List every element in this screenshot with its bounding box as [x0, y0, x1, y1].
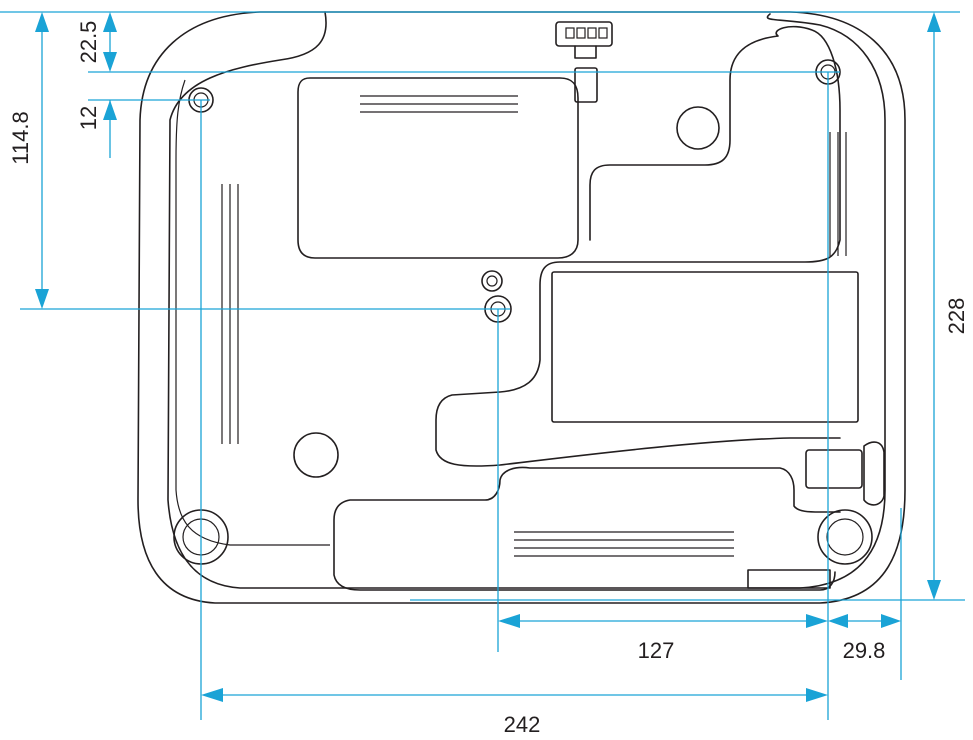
- bottom-panel-vents: [514, 531, 734, 557]
- label-12: 12: [76, 106, 101, 130]
- left-inner-contour: [175, 79, 330, 546]
- bottom-panel: [333, 466, 841, 591]
- inner-shell-outline: [167, 11, 886, 589]
- dimension-12: 12: [76, 100, 117, 158]
- dimension-114-8: 114.8: [8, 12, 49, 309]
- dimension-228: 228: [927, 12, 969, 600]
- label-29-8: 29.8: [843, 638, 886, 663]
- dimension-29-8: 29.8: [828, 614, 901, 663]
- extension-lines: [0, 11, 965, 720]
- label-22-5: 22.5: [76, 21, 101, 64]
- dimension-127: 127: [498, 614, 828, 663]
- right-vents: [829, 132, 847, 256]
- outer-shell-outline: [137, 11, 906, 604]
- security-latch: [555, 21, 613, 103]
- lamp-cover: [297, 77, 579, 259]
- foot-rear-right: [817, 509, 873, 565]
- projector-body: [137, 11, 906, 604]
- round-foot-pad-left: [293, 432, 339, 478]
- bottom-label: [747, 569, 831, 589]
- dimension-22-5: 22.5: [76, 12, 117, 72]
- right-raised-panel: [435, 25, 841, 467]
- adjustable-foot-lever: [805, 441, 885, 506]
- dimension-242: 242: [201, 688, 828, 737]
- round-foot-pad-top: [676, 106, 720, 150]
- label-114-8: 114.8: [8, 111, 33, 164]
- label-plate: [551, 271, 859, 423]
- lamp-cover-vents: [360, 95, 518, 113]
- label-127: 127: [638, 638, 675, 663]
- left-vents: [221, 184, 239, 444]
- label-228: 228: [944, 298, 969, 335]
- foot-center: [481, 270, 512, 323]
- label-242: 242: [504, 712, 541, 737]
